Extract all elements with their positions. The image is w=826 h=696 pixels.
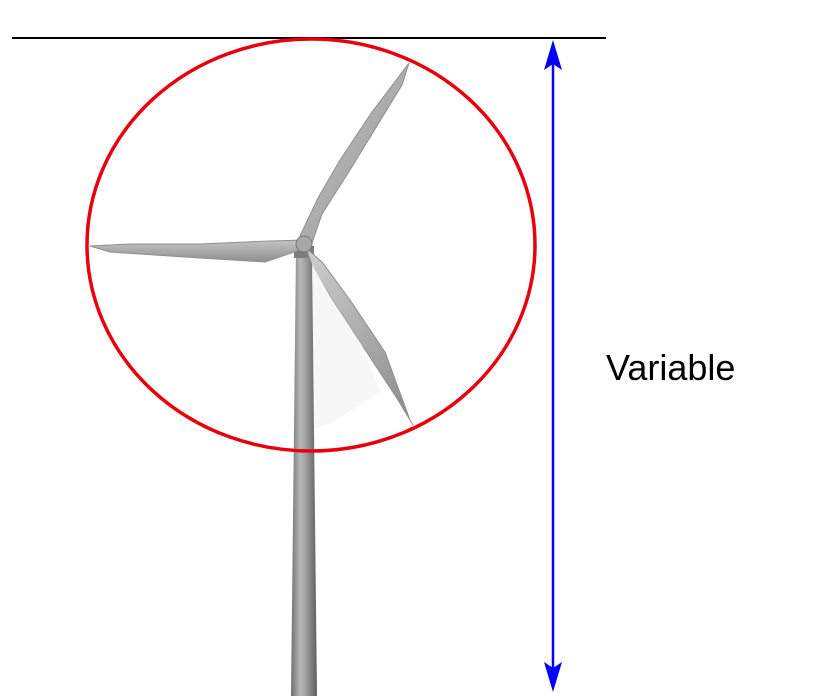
turbine-blades [89, 62, 414, 430]
turbine-hub [295, 235, 313, 253]
arrow-head-down [544, 662, 562, 692]
dimension-label: Variable [606, 347, 735, 388]
arrow-head-up [544, 40, 562, 70]
rotor-circle [85, 37, 537, 453]
turbine-blade-upper [299, 62, 410, 244]
turbine-blade-left [89, 239, 305, 263]
dimension-arrow [544, 40, 562, 692]
